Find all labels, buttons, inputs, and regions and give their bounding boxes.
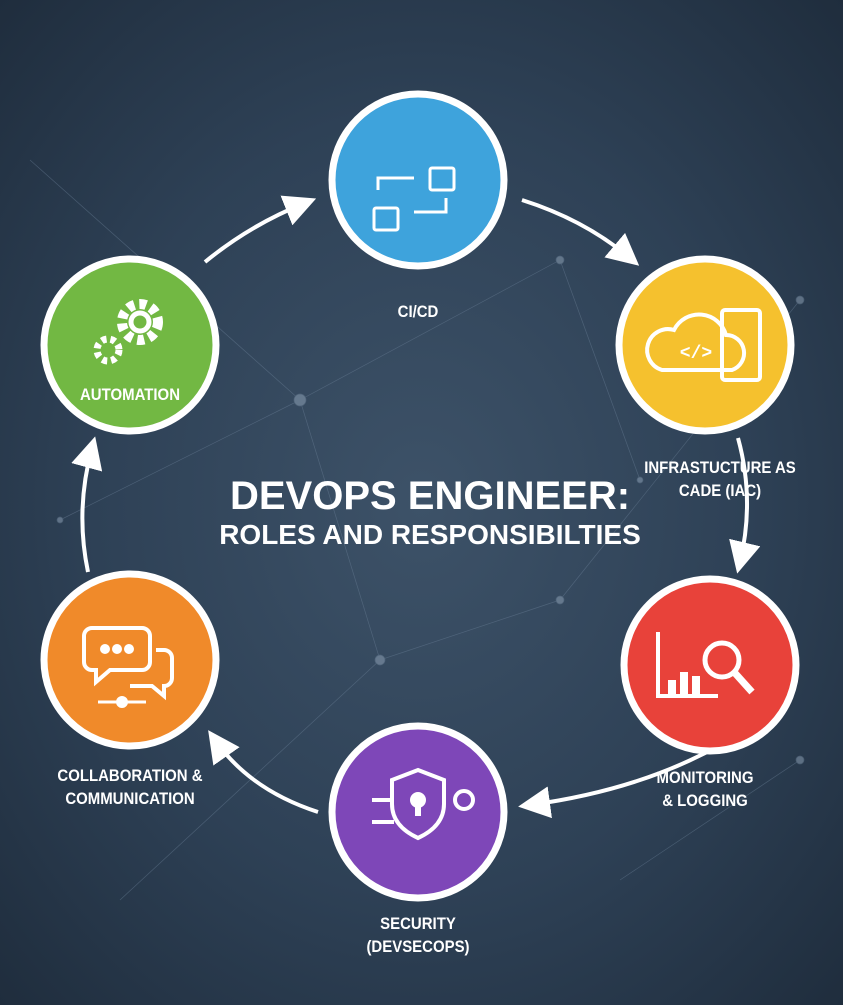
- arrow-automation-to-cicd: [203, 195, 317, 264]
- gears-icon: [93, 299, 163, 365]
- arrow-collaboration-to-automation: [71, 436, 103, 573]
- label-automation: AUTOMATION: [77, 383, 183, 406]
- label-collaboration: COLLABORATION & COMMUNICATION: [33, 764, 227, 810]
- cloud-code-icon: </>: [645, 308, 762, 382]
- pipeline-arrows-icon: [372, 166, 456, 232]
- chart-magnifier-icon: [656, 632, 755, 698]
- node-collaboration: [40, 570, 220, 750]
- chat-bubbles-icon: [82, 626, 174, 708]
- label-text: COLLABORATION &: [57, 766, 203, 785]
- title-line1: DEVOPS ENGINEER:: [229, 474, 631, 518]
- label-text: SECURITY: [380, 914, 456, 933]
- node-automation: [40, 255, 220, 435]
- cycle-arrows: [71, 195, 761, 819]
- arrow-iac-to-monitoring: [729, 437, 761, 574]
- arrow-monitoring-to-security: [518, 743, 721, 819]
- label-text: AUTOMATION: [79, 385, 180, 404]
- label-text: CI/CD: [397, 302, 439, 321]
- label-security: SECURITY (DEVSECOPS): [348, 912, 489, 958]
- node-monitoring: [620, 575, 800, 755]
- node-iac: [615, 255, 795, 435]
- node-circles: [40, 90, 800, 902]
- label-text: CADE (IAC): [678, 481, 762, 500]
- shield-lock-icon: [372, 767, 475, 841]
- label-text: INFRASTUCTURE AS: [644, 458, 796, 477]
- node-cicd: [328, 90, 508, 270]
- label-text: (DEVSECOPS): [366, 937, 470, 956]
- label-text: MONITORING: [656, 768, 754, 787]
- label-monitoring: MONITORING & LOGGING: [621, 766, 788, 812]
- label-iac: INFRASTUCTURE AS CADE (IAC): [623, 456, 817, 502]
- arrow-security-to-collaboration: [208, 730, 319, 814]
- network-background: [29, 159, 805, 901]
- title-line2: ROLES AND RESPONSIBILTIES: [219, 519, 641, 550]
- label-text: COMMUNICATION: [65, 789, 195, 808]
- label-cicd: CI/CD: [365, 300, 471, 323]
- svg-text:</>: </>: [680, 344, 712, 364]
- label-text: & LOGGING: [662, 791, 748, 810]
- arrow-cicd-to-iac: [521, 198, 640, 266]
